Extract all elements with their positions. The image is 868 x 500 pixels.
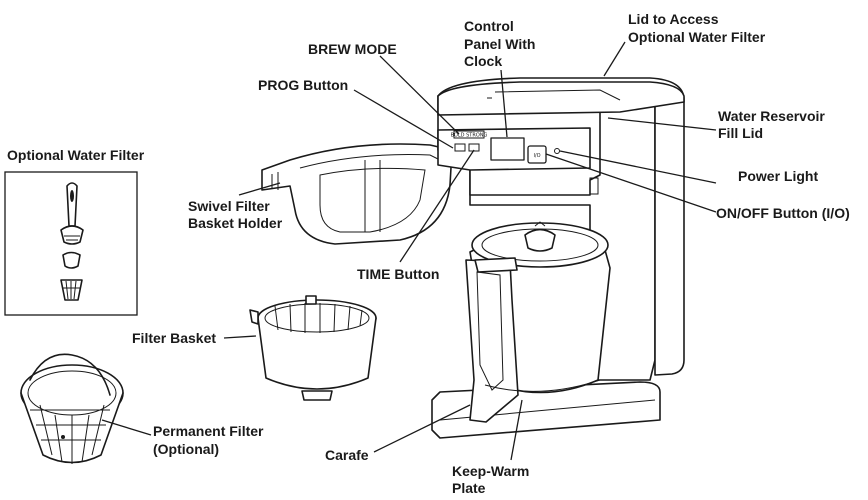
permanent-filter-illustration xyxy=(20,353,124,464)
label-carafe: Carafe xyxy=(325,447,369,463)
filter-basket-illustration xyxy=(249,295,377,401)
label-keep-warm-line2: Plate xyxy=(452,480,486,496)
label-control-panel-line3: Clock xyxy=(464,53,502,69)
label-power-light: Power Light xyxy=(738,168,818,184)
coffee-maker-body: BOLD STRONG I/O xyxy=(431,77,685,439)
label-lid-access-line2: Optional Water Filter xyxy=(628,29,766,45)
label-time-button: TIME Button xyxy=(357,266,439,282)
brew-strength-glyph: BOLD STRONG xyxy=(451,133,488,139)
leader-lines xyxy=(101,41,717,461)
label-prog-button: PROG Button xyxy=(258,77,348,93)
power-symbol-glyph: I/O xyxy=(533,153,540,159)
label-lid-access-line1: Lid to Access xyxy=(628,11,719,27)
label-keep-warm-line1: Keep-Warm xyxy=(452,463,529,479)
swivel-holder-illustration xyxy=(261,143,453,245)
label-control-panel-line1: Control xyxy=(464,18,514,34)
water-filter-illustration xyxy=(60,182,84,301)
label-swivel-filter-line1: Swivel Filter xyxy=(188,198,270,214)
label-water-reservoir-line1: Water Reservoir xyxy=(718,108,825,124)
label-water-reservoir-line2: Fill Lid xyxy=(718,125,763,141)
label-brew-mode: BREW MODE xyxy=(308,41,397,57)
carafe-illustration xyxy=(465,221,611,423)
label-filter-basket: Filter Basket xyxy=(132,330,216,346)
label-swivel-filter-line2: Basket Holder xyxy=(188,215,283,231)
label-permanent-filter-line1: Permanent Filter xyxy=(153,423,264,439)
label-permanent-filter-line2: (Optional) xyxy=(153,441,219,457)
label-optional-water-filter: Optional Water Filter xyxy=(7,147,145,163)
water-filter-inset-box xyxy=(4,171,138,316)
label-on-off-button: ON/OFF Button (I/O) xyxy=(716,205,850,221)
label-control-panel-line2: Panel With xyxy=(464,36,535,52)
